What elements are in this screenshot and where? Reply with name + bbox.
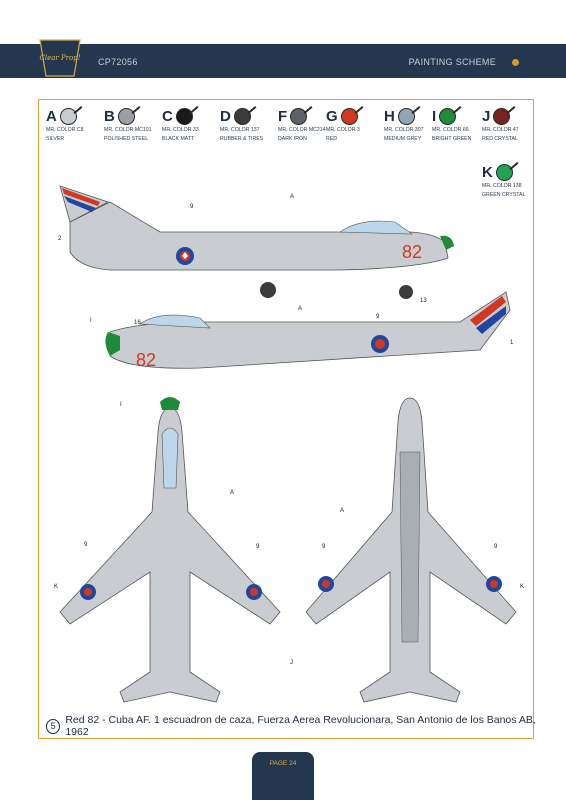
svg-text:2: 2 — [58, 236, 62, 242]
svg-text:13: 13 — [420, 298, 427, 304]
color-swatch-icon — [495, 164, 513, 181]
svg-text:A: A — [230, 490, 234, 496]
side-number-left: 82 — [136, 350, 156, 370]
svg-text:K: K — [54, 584, 58, 590]
color-swatch-icon — [175, 108, 193, 125]
scheme-title: Red 82 - Cuba AF. 1 escuadron de caza, F… — [65, 714, 536, 738]
svg-text:9: 9 — [84, 542, 88, 548]
svg-text:J: J — [290, 660, 293, 666]
svg-text:9: 9 — [322, 544, 326, 550]
svg-text:9: 9 — [256, 544, 260, 550]
svg-text:I: I — [90, 318, 92, 324]
aircraft-drawings: 82 9 A 2 13 82 16 I A 9 1 I A 9 9 K — [54, 185, 524, 703]
side-view-left: 82 16 I A 9 1 — [90, 291, 514, 370]
color-swatch-icon — [340, 108, 358, 125]
svg-text:16: 16 — [134, 320, 141, 326]
svg-text:9: 9 — [376, 314, 380, 320]
header-bar — [0, 44, 566, 78]
scheme-caption: 5 Red 82 - Cuba AF. 1 escuadron de caza,… — [46, 714, 536, 738]
product-code: CP72056 — [98, 57, 138, 67]
side-number: 82 — [402, 242, 422, 262]
svg-text:1: 1 — [510, 340, 514, 346]
clear-prop-logo: Clear Prop! — [39, 39, 81, 77]
section-title: PAINTING SCHEME — [408, 57, 496, 67]
page-number: PAGE 24 — [269, 760, 297, 767]
svg-text:9: 9 — [494, 544, 498, 550]
header-dot-icon — [512, 59, 519, 66]
bottom-view: A 9 9 K J — [290, 397, 524, 703]
side-view-right: 82 9 A 2 13 — [58, 185, 454, 304]
color-swatch-icon — [290, 108, 308, 125]
svg-text:A: A — [290, 194, 294, 200]
color-swatch-icon — [397, 108, 415, 125]
svg-text:K: K — [520, 584, 524, 590]
color-swatch-icon — [439, 108, 457, 125]
scheme-frame — [38, 99, 534, 739]
svg-text:A: A — [298, 306, 302, 312]
color-swatch-icon — [59, 108, 77, 125]
color-swatch-icon — [233, 108, 251, 125]
svg-text:I: I — [120, 402, 122, 408]
svg-text:Clear Prop!: Clear Prop! — [39, 54, 80, 62]
svg-text:9: 9 — [190, 204, 194, 210]
color-swatch-icon — [493, 108, 511, 125]
top-view: I A 9 9 K — [54, 397, 281, 703]
color-swatch-icon — [117, 108, 135, 125]
scheme-number: 5 — [46, 718, 61, 734]
page-tab: PAGE 24 — [252, 752, 314, 800]
svg-text:A: A — [340, 508, 344, 514]
